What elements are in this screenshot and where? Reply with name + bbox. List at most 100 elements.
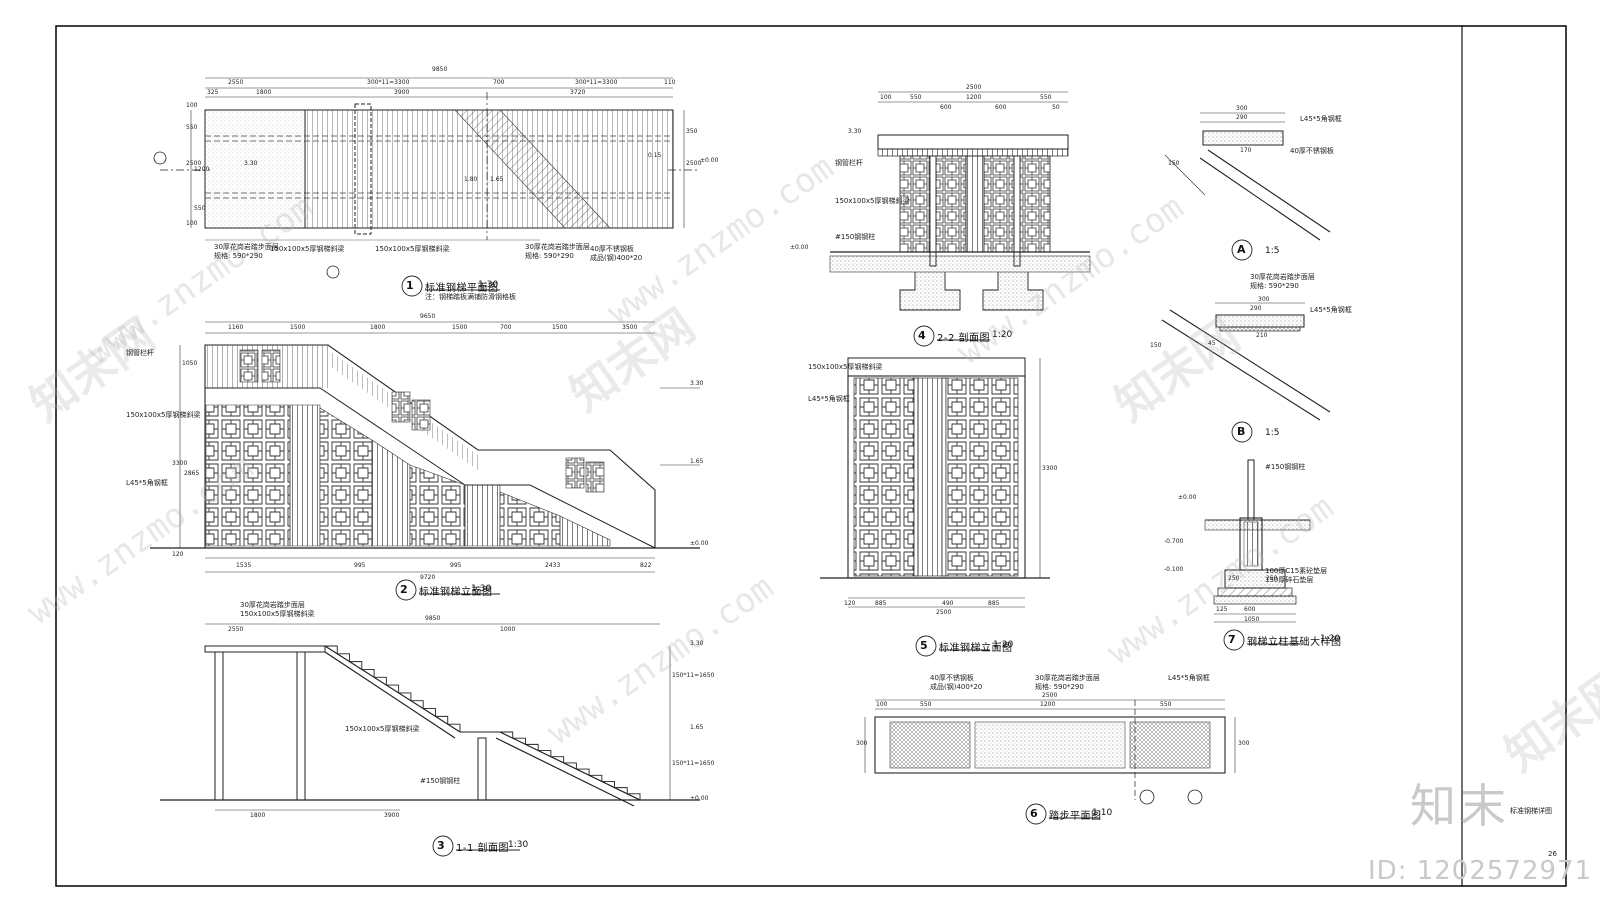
elevation-mark: 1.80 — [464, 176, 478, 183]
dim-text: 1500 — [290, 324, 306, 331]
label-text: 150x100x5厚钢梯斜梁 — [345, 725, 420, 733]
dim-text: 822 — [640, 562, 652, 569]
detail-b-view — [1161, 302, 1331, 443]
dim-text: 2433 — [545, 562, 561, 569]
label-text: 150厚碎石垫层 — [1265, 576, 1314, 584]
dim-text: 50 — [1052, 104, 1060, 111]
label-text: 规格: 590*290 — [525, 252, 574, 260]
drawing-number: 5 — [920, 639, 928, 652]
label-text: 钢管栏杆 — [126, 349, 154, 357]
drawing-scale: 1:20 — [992, 330, 1013, 340]
dim-text: 885 — [875, 600, 887, 607]
drawing-scale: 1:30 — [471, 584, 492, 594]
drawing-scale: 1:5 — [1265, 246, 1280, 256]
dim-text: 100 — [880, 94, 892, 101]
dim-text: 1050 — [1244, 616, 1260, 623]
dim-text: 9850 — [425, 615, 441, 622]
drawing-scale: 1:30 — [508, 840, 529, 850]
drawing-note: 注：钢梯踏板满铺防滑钢格板 — [425, 293, 516, 301]
dim-text: 3300 — [1042, 465, 1058, 472]
label-text: L45*5角钢框 — [1168, 674, 1210, 682]
drawing-scale: 1:30 — [478, 280, 499, 290]
plan-view — [153, 77, 700, 297]
label-text: L45*5角钢框 — [126, 479, 168, 487]
label-text: L45*5角钢框 — [808, 395, 850, 403]
label-text: 150x100x5厚钢梯斜梁 — [835, 197, 910, 205]
dim-text: 150*11=1650 — [672, 760, 715, 767]
dim-text: 2865 — [184, 470, 200, 477]
dim-text: 700 — [493, 79, 505, 86]
elevation-mark: 3.30 — [848, 128, 862, 135]
dim-text: 120 — [844, 600, 856, 607]
dim-text: 300 — [1236, 105, 1248, 112]
dim-text: 290 — [1236, 114, 1248, 121]
label-text: 150x100x5厚钢梯斜梁 — [270, 245, 345, 253]
label-text: 规格: 590*290 — [1250, 282, 1299, 290]
dim-text: 210 — [1256, 332, 1268, 339]
dim-text: 9650 — [420, 313, 436, 320]
page-number: 26 — [1548, 850, 1557, 858]
dim-text: 995 — [450, 562, 462, 569]
elevation-mark: ±0.00 — [690, 540, 709, 547]
dim-text: 1800 — [256, 89, 272, 96]
dim-text: 1500 — [452, 324, 468, 331]
label-text: 30厚花岗岩踏步面层 — [214, 243, 279, 251]
drawing-number: B — [1237, 425, 1246, 438]
label-text: 40厚不锈钢板 — [590, 245, 634, 253]
section-2-2-view — [829, 91, 1091, 347]
dim-text: 1800 — [250, 812, 266, 819]
dim-text: 550 — [1040, 94, 1052, 101]
elevation-mark: 1.65 — [690, 458, 704, 465]
dim-text: 1500 — [552, 324, 568, 331]
dim-text: 1050 — [182, 360, 198, 367]
label-text: #150钢钢柱 — [1265, 463, 1306, 471]
dim-text: 700 — [500, 324, 512, 331]
drawing-number: A — [1237, 243, 1246, 256]
label-text: 40厚不锈钢板 — [930, 674, 974, 682]
dim-text: 550 — [910, 94, 922, 101]
dim-text: 300 — [1258, 296, 1270, 303]
dim-text: 3300 — [172, 460, 188, 467]
foundation-detail-view — [1204, 459, 1311, 651]
dim-text: 2500 — [686, 160, 702, 167]
dim-text: 150 — [1150, 342, 1162, 349]
drawing-scale: 1:5 — [1265, 428, 1280, 438]
elevation-mark: -0.700 — [1164, 538, 1184, 545]
dim-text: 100 — [876, 701, 888, 708]
elevation-mark: 1.65 — [690, 724, 704, 731]
elevation-detail-view — [820, 357, 1050, 657]
label-text: 钢管栏杆 — [835, 159, 863, 167]
drawing-number: 2 — [400, 583, 408, 596]
label-text: 40厚不锈钢板 — [1290, 147, 1334, 155]
dim-text: 250 — [1266, 575, 1278, 582]
dim-text: 325 — [207, 89, 219, 96]
dim-text: 995 — [354, 562, 366, 569]
elevation-mark: 0.15 — [648, 152, 662, 159]
section-1-1-view — [160, 623, 700, 857]
drawing-title: 标准钢梯立面图 — [939, 643, 1013, 654]
label-text: #150钢钢柱 — [835, 233, 876, 241]
label-text: 规格: 590*290 — [214, 252, 263, 260]
drawing-title: 踏步平面图 — [1049, 811, 1102, 822]
dim-text: 3500 — [622, 324, 638, 331]
dim-text: 300 — [856, 740, 868, 747]
dim-text: 1200 — [194, 166, 210, 173]
drawing-number: 3 — [437, 839, 445, 852]
label-text: 成品(钢)400*20 — [590, 254, 643, 262]
dim-text: 550 — [186, 124, 198, 131]
label-text: 规格: 590*290 — [1035, 683, 1084, 691]
dim-text: 150 — [1168, 160, 1180, 167]
detail-a-view — [1164, 112, 1331, 261]
label-text: 30厚花岗岩踏步面层 — [1035, 674, 1100, 682]
dim-text: 300*11=3300 — [367, 79, 410, 86]
dim-text: 2500 — [966, 84, 982, 91]
dim-text: 1160 — [228, 324, 244, 331]
dim-text: 300 — [1238, 740, 1250, 747]
dim-text: 9850 — [432, 66, 448, 73]
elevation-mark: 1.65 — [490, 176, 504, 183]
dim-text: 100 — [186, 220, 198, 227]
label-text: 150x100x5厚钢梯斜梁 — [126, 411, 201, 419]
elevation-mark: 3.30 — [690, 380, 704, 387]
elevation-mark: -0.100 — [1164, 566, 1184, 573]
